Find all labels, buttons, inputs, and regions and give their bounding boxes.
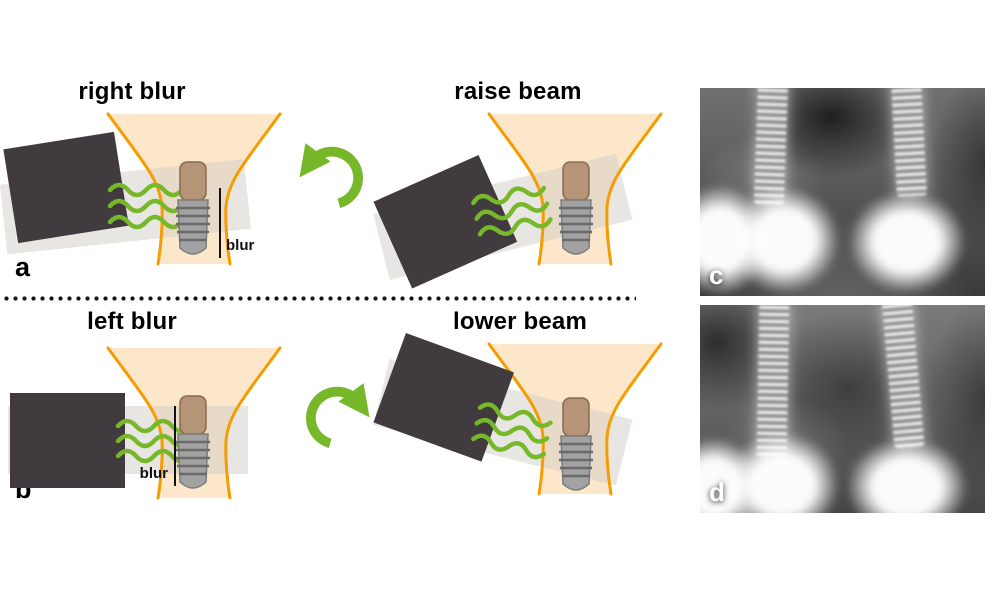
implant-icon [176, 161, 210, 255]
xray-beam-waves-icon [107, 182, 185, 230]
xray-crown-right [848, 190, 966, 294]
rotate-clockwise-icon [306, 383, 370, 448]
radiograph-c: c [700, 88, 985, 296]
diagram-left-blur: blur [8, 346, 282, 500]
title-raise-beam: raise beam [454, 78, 582, 105]
implant-icon [559, 397, 593, 491]
title-left-blur: left blur [87, 308, 177, 335]
diagram-raise-beam [373, 112, 663, 289]
xray-beam-waves-icon [115, 418, 193, 464]
tooth-socket-outline [487, 112, 663, 266]
xray-sensor [373, 154, 518, 289]
xray-beam-waves-icon [471, 402, 553, 460]
xray-sensor [373, 333, 514, 462]
panel-label-c: c [709, 260, 724, 290]
implant-icon [559, 161, 593, 255]
xray-implant-right [891, 88, 927, 197]
diagram-right-blur: blur [0, 112, 282, 266]
xray-sensor [3, 131, 129, 244]
title-lower-beam: lower beam [452, 308, 588, 335]
panel-label-d: d [709, 477, 725, 507]
xray-crown-right [846, 437, 968, 513]
xray-implant-right [881, 305, 925, 449]
row-divider [4, 296, 636, 301]
blur-annotation: blur [140, 465, 168, 482]
xray-crown-left [724, 433, 840, 513]
diagram-lower-beam [373, 333, 663, 496]
panel-label-a: a [15, 252, 31, 282]
implant-icon [176, 395, 210, 489]
rotate-counterclockwise-icon [299, 143, 363, 208]
xray-crown-left [728, 186, 840, 294]
radiograph-d: d [700, 305, 985, 513]
title-right-blur: right blur [78, 78, 186, 105]
xray-sensor [10, 393, 125, 488]
xray-beam-waves-icon [471, 185, 553, 237]
blur-annotation: blur [226, 237, 254, 254]
